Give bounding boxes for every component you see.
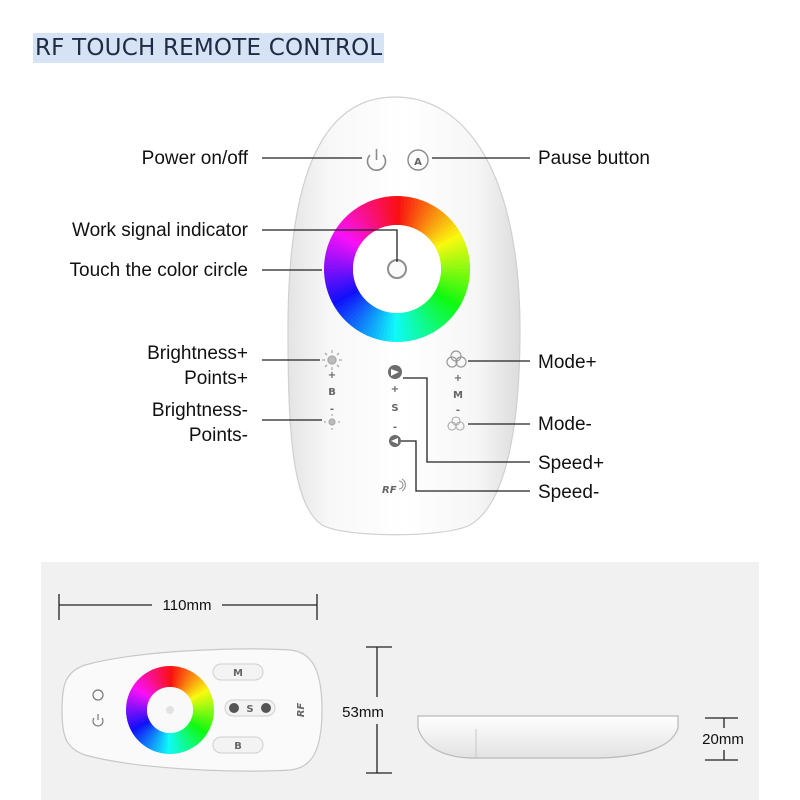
b-letter: B: [328, 387, 336, 398]
m-plus-mark: +: [454, 373, 462, 384]
label-touch-circle: Touch the color circle: [70, 260, 248, 281]
label-brightness-minus: Brightness-: [152, 400, 248, 421]
small-color-circle: [126, 666, 214, 754]
brightness-minus-icon[interactable]: [324, 414, 340, 430]
b-minus-mark: -: [330, 404, 334, 415]
label-work-signal: Work signal indicator: [72, 220, 249, 241]
height-dimension-line: [366, 646, 392, 774]
rf-wave-icon: [398, 478, 406, 492]
page-title: RF TOUCH REMOTE CONTROL: [33, 33, 385, 63]
label-speed-minus: Speed-: [538, 482, 599, 503]
speed-minus-icon[interactable]: [389, 435, 401, 447]
label-points-minus: Points-: [189, 425, 248, 446]
small-rf-logo: RF: [296, 703, 307, 718]
callout-lines: [262, 157, 530, 492]
brightness-plus-icon[interactable]: [322, 350, 342, 370]
side-view-remote: [417, 715, 679, 759]
rf-logo: RF: [382, 485, 397, 496]
small-indicator: [166, 706, 174, 714]
small-pause-icon: [92, 689, 104, 701]
m-letter: M: [453, 390, 463, 401]
speed-plus-icon[interactable]: [388, 365, 402, 379]
pause-icon[interactable]: A: [407, 149, 429, 171]
label-pause: Pause button: [538, 148, 650, 169]
label-speed-plus: Speed+: [538, 453, 604, 474]
small-s-row: [224, 699, 276, 717]
small-m-letter: M: [233, 668, 243, 679]
small-power-icon: [92, 714, 104, 727]
mode-plus-icon[interactable]: [446, 350, 467, 368]
color-circle[interactable]: [324, 196, 470, 342]
small-b-letter: B: [234, 741, 242, 752]
small-speed-minus-icon: [261, 703, 271, 713]
work-signal-indicator: [387, 259, 407, 279]
small-b-row: [212, 736, 264, 754]
width-label: 110mm: [163, 597, 212, 614]
s-plus-mark: +: [391, 384, 399, 395]
small-m-row: [212, 663, 264, 681]
label-mode-minus: Mode-: [538, 414, 592, 435]
small-speed-plus-icon: [229, 703, 239, 713]
label-power: Power on/off: [142, 148, 249, 169]
mode-minus-icon[interactable]: [447, 416, 465, 431]
small-s-letter: S: [246, 704, 253, 715]
s-minus-mark: -: [393, 422, 397, 433]
b-plus-mark: +: [328, 370, 336, 381]
depth-label: 20mm: [702, 731, 744, 748]
width-dimension-line: [58, 594, 318, 620]
label-points-plus: Points+: [184, 368, 248, 389]
m-minus-mark: -: [456, 405, 460, 416]
label-mode-plus: Mode+: [538, 352, 597, 373]
power-icon[interactable]: [366, 149, 387, 171]
label-brightness-plus: Brightness+: [147, 343, 248, 364]
s-letter: S: [391, 403, 398, 414]
depth-dimension-line: [705, 717, 738, 761]
svg-text:A: A: [414, 157, 422, 168]
height-label: 53mm: [342, 704, 384, 721]
